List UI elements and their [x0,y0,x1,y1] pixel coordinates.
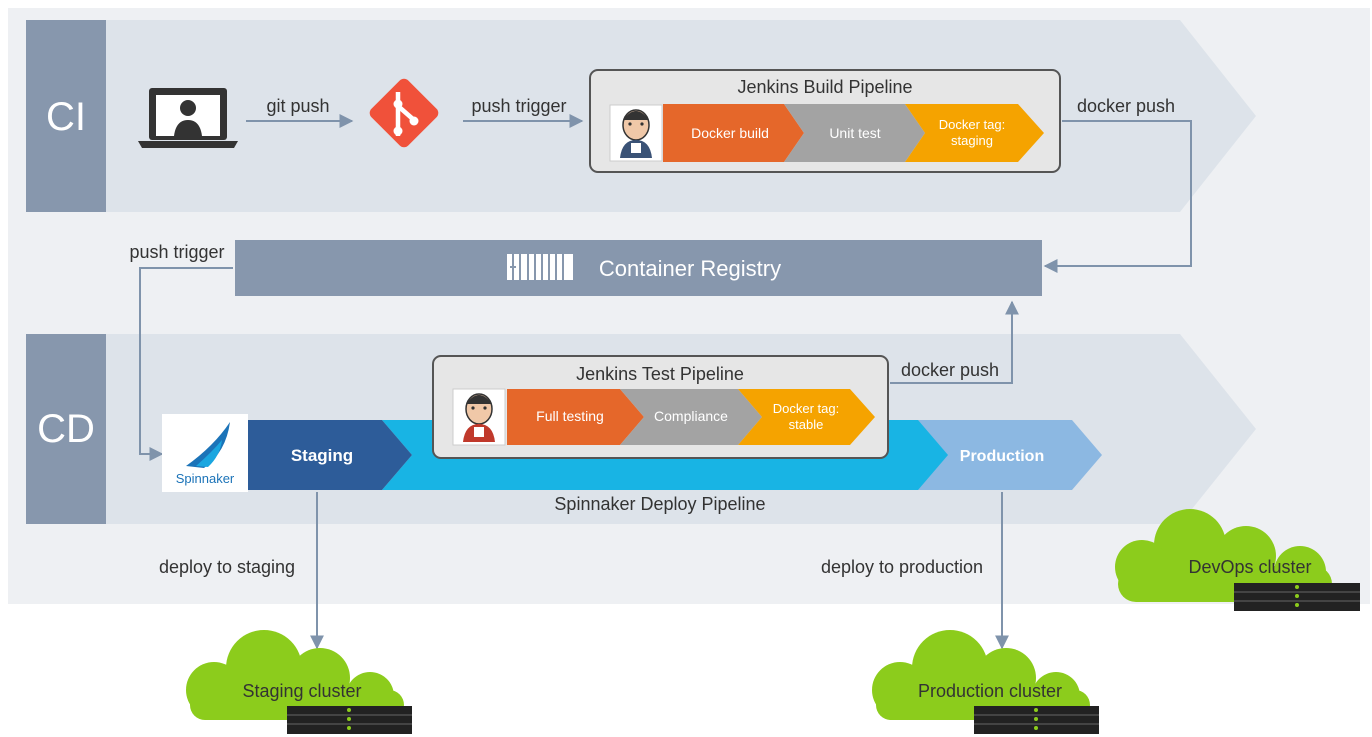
stage-unit-test-label: Unit test [829,125,880,141]
devops-cluster: DevOps cluster [1115,509,1360,611]
stage-docker-tag-stable-label-1: Docker tag: [773,401,839,416]
staging-cluster-label: Staging cluster [242,681,361,701]
spinnaker-deploy-pipeline-label: Spinnaker Deploy Pipeline [554,494,765,514]
stage-docker-tag-staging [905,104,1044,162]
cd-docker-push-arrow [890,300,1019,384]
spinnaker-logo-text: Spinnaker [176,471,235,486]
cd-band-label: CD [37,407,95,451]
stage-production-label: Production [960,448,1044,465]
deploy-staging-label: deploy to staging [159,557,295,577]
stage-docker-build [663,104,804,162]
ci-band-label-box [26,20,106,212]
spinnaker-logo: Spinnaker [162,414,248,492]
staging-cluster: Staging cluster [186,630,412,734]
cd-docker-push-label: docker push [901,360,999,380]
build-pipeline-title: Jenkins Build Pipeline [737,77,912,97]
stage-full-testing [507,389,644,445]
server-rack-icon [974,706,1099,734]
registry-push-trigger-arrow [139,267,233,461]
stage-compliance-label: Compliance [654,408,728,424]
production-cluster: Production cluster [872,630,1099,734]
jenkins-icon [609,104,663,162]
test-pipeline-title: Jenkins Test Pipeline [576,364,744,384]
registry-push-trigger-label: push trigger [129,242,224,262]
stage-docker-build-label: Docker build [691,125,769,141]
jenkins-icon [452,388,506,446]
server-rack-icon [287,706,412,734]
devops-cluster-label: DevOps cluster [1188,557,1311,577]
jenkins-test-pipeline: Jenkins Test Pipeline Full testing Compl… [432,355,889,459]
git-icon [369,78,439,148]
stage-staging-label: Staging [291,446,353,465]
ci-docker-push-arrow [1043,120,1192,273]
production-cluster-label: Production cluster [918,681,1062,701]
laptop-user-icon [138,88,238,148]
container-registry-label: Container Registry [599,256,781,281]
stage-unit-test [784,104,925,162]
stage-compliance [620,389,762,445]
stage-docker-tag-staging-label-1: Docker tag: [939,117,1005,132]
container-icon [507,254,573,280]
server-rack-icon [1234,583,1360,611]
ci-push-trigger-label: push trigger [471,96,566,116]
deploy-production-label: deploy to production [821,557,983,577]
ci-docker-push-label: docker push [1077,96,1175,116]
stage-full-testing-label: Full testing [536,408,604,424]
stage-docker-tag-stable-label-2: stable [789,417,824,432]
cd-band-label-box [26,334,106,524]
stage-docker-tag-staging-label-2: staging [951,133,993,148]
stage-docker-tag-stable [738,389,875,445]
stage-staging [248,420,412,490]
stage-production [918,420,1102,490]
ci-band-label: CI [46,95,86,139]
git-push-label: git push [266,96,329,116]
container-registry: Container Registry [235,240,1042,296]
jenkins-build-pipeline: Jenkins Build Pipeline Docker build Unit… [589,69,1061,173]
